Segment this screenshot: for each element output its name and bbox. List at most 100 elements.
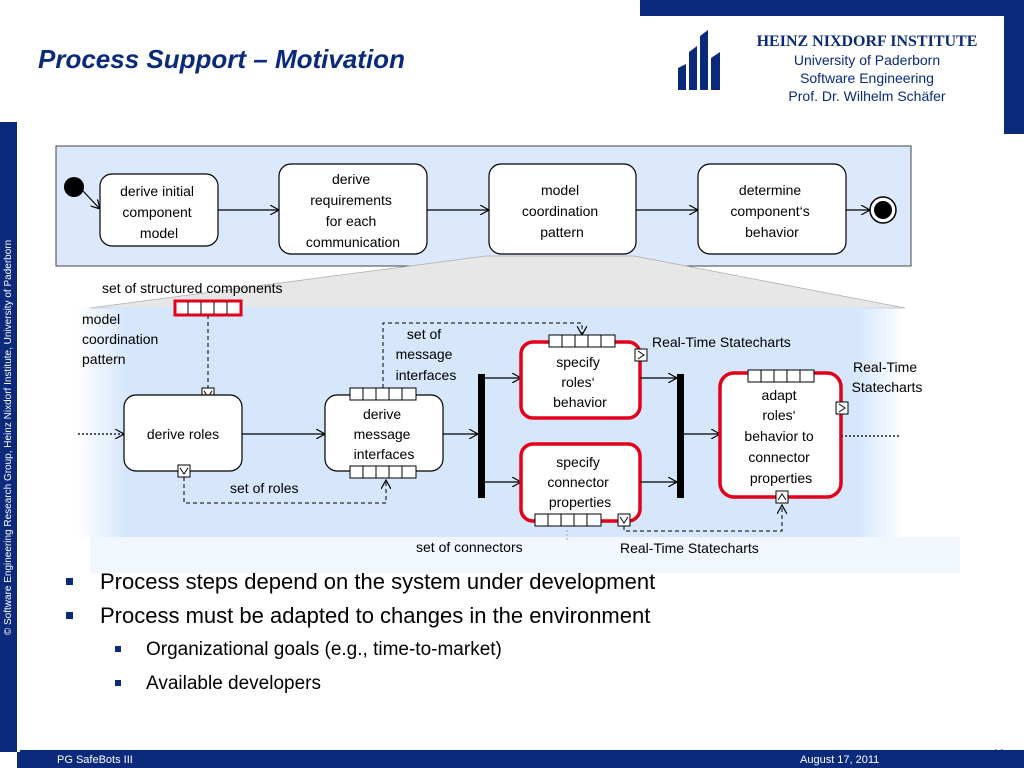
label-message-interfaces-1: set of — [407, 326, 441, 342]
bullet-item: Process must be adapted to changes in th… — [60, 599, 960, 633]
activity-derive-roles-text: derive roles — [147, 426, 219, 442]
bullet-square-icon — [66, 612, 73, 619]
svg-text:derive initial component: derive initial component model — [120, 183, 198, 241]
activity-specify-roles-3: behavior — [553, 394, 607, 410]
svg-text:model coordination pat: model coordination pattern — [82, 311, 162, 367]
pin-specify-roles-top — [548, 334, 616, 348]
label-message-interfaces-3: interfaces — [396, 367, 457, 383]
step4-line3: behavior — [745, 224, 799, 240]
bullet-square-icon — [115, 680, 121, 686]
step2-line4: communication — [306, 234, 400, 250]
activity-specify-connector-2: connector — [547, 474, 609, 490]
pin-specify-roles-top-cells — [561, 335, 602, 347]
step4-line1: determine — [739, 182, 801, 198]
label-model-coordination-pattern-2: coordination — [82, 331, 158, 347]
activity-specify-connector-3: properties — [549, 494, 611, 510]
pin-structured-components — [173, 299, 243, 317]
step-model-coordination-pattern — [488, 163, 637, 255]
institute-name: HEINZ NIXDORF INSTITUTE — [756, 33, 978, 50]
pin-adapt-in — [775, 490, 789, 504]
label-real-time-statecharts-b-1: Real-Time — [853, 359, 917, 375]
pin-derive-roles-out — [177, 464, 191, 478]
footer-bar — [17, 752, 1024, 768]
label-real-time-statecharts-a: Real-Time Statecharts — [652, 334, 791, 350]
svg-text:adapt roles‘ behavior: adapt roles‘ behavior to connector prope… — [744, 387, 817, 486]
fork-bar — [478, 374, 485, 498]
institute-line-professor: Prof. Dr. Wilhelm Schäfer — [788, 88, 946, 104]
activity-adapt-4: connector — [748, 449, 810, 465]
svg-text:derive message interfa: derive message interfaces — [354, 406, 415, 462]
institute-line-university: University of Paderborn — [793, 52, 941, 68]
step-determine-component-behavior — [697, 163, 847, 255]
start-node-icon — [64, 177, 84, 197]
pin-structured-components-cells — [187, 302, 228, 314]
activity-specify-roles-1: specify — [556, 354, 600, 370]
pin-adapt-out — [835, 401, 849, 415]
label-set-of-roles: set of roles — [230, 480, 298, 496]
activity-derive-message-3: interfaces — [354, 446, 415, 462]
step1-line1: derive initial — [120, 183, 194, 199]
pin-connector-in-cells — [547, 514, 588, 526]
svg-text:derive requirements fo: derive requirements for each communicati… — [306, 171, 400, 250]
bullet-item: Available developers — [60, 667, 960, 701]
activity-adapt-5: properties — [750, 470, 812, 486]
activity-adapt-2: roles‘ — [762, 407, 795, 423]
end-node-inner-icon — [874, 201, 892, 219]
institute-logo-icon — [678, 30, 720, 90]
activity-adapt-3: behavior to — [744, 428, 813, 444]
pin-derive-roles-out-arrow-icon — [179, 467, 189, 475]
pin-specify-roles-out-arrow-icon — [637, 350, 645, 360]
institute-block: HEINZ NIXDORF INSTITUTE University of Pa… — [732, 32, 1002, 105]
activity-specify-connector-1: specify — [556, 454, 600, 470]
pin-adapt-out-arrow-icon — [838, 403, 846, 413]
slide-title: Process Support – Motivation — [38, 44, 405, 74]
svg-text:model coordination pat: model coordination pattern — [522, 182, 602, 240]
pin-adapt-top-cells — [760, 370, 801, 382]
detail-panel-lower — [90, 537, 960, 573]
step1-line3: model — [140, 225, 178, 241]
bullet-square-icon — [66, 578, 73, 585]
step2-line2: requirements — [310, 192, 392, 208]
bullet-item: Process steps depend on the system under… — [60, 565, 960, 599]
svg-text:specify connector prop: specify connector properties — [547, 454, 612, 510]
flow-start-to-step1 — [82, 190, 100, 209]
footer-date-divider — [708, 748, 968, 750]
pin-message-bottom-cells — [362, 466, 403, 478]
right-brand-bar — [1004, 0, 1024, 134]
step-derive-requirements — [278, 163, 428, 255]
step3-line3: pattern — [540, 224, 584, 240]
label-model-coordination-pattern-3: pattern — [82, 351, 126, 367]
label-real-time-statecharts-b-2: Statecharts — [852, 379, 923, 395]
bullet-text: Organizational goals (e.g., time-to-mark… — [146, 639, 502, 660]
footer-divider — [20, 750, 1024, 752]
pin-message-top — [349, 387, 417, 401]
label-real-time-statecharts-c: Real-Time Statecharts — [620, 540, 759, 556]
bullet-list: Process steps depend on the system under… — [60, 565, 960, 701]
step3-line2: coordination — [522, 203, 598, 219]
step2-line1: derive — [332, 171, 370, 187]
footer-date: August 17, 2011 — [800, 754, 880, 766]
bullet-text: Available developers — [146, 673, 321, 694]
flow-message-interfaces-to-specify — [382, 322, 582, 388]
left-brand-bar — [0, 122, 17, 752]
footer-course: PG SafeBots III — [57, 754, 133, 766]
activity-derive-message-2: message — [354, 426, 411, 442]
svg-text:set of message interfa: set of message interfaces — [396, 326, 457, 383]
bullet-text: Process must be adapted to changes in th… — [100, 603, 651, 628]
bullet-square-icon — [115, 646, 121, 652]
label-structured-components: set of structured components — [102, 280, 283, 296]
pin-connector-out-arrow-icon — [619, 516, 629, 524]
svg-text:Real-Time Statecharts: Real-Time Statecharts — [852, 359, 923, 395]
page-number: 29 — [992, 748, 1005, 760]
label-model-coordination-pattern-1: model — [82, 311, 120, 327]
label-message-interfaces-2: message — [396, 346, 453, 362]
pin-message-top-cells — [362, 388, 403, 400]
pin-adapt-in-arrow-icon — [777, 493, 787, 501]
activity-specify-roles-2: roles‘ — [561, 374, 594, 390]
bullet-item: Organizational goals (e.g., time-to-mark… — [60, 633, 960, 667]
bullet-text: Process steps depend on the system under… — [100, 569, 656, 594]
flow-roles-to-message-interfaces — [183, 477, 386, 504]
step4-line2: component‘s — [730, 203, 809, 219]
pin-message-bottom — [349, 465, 417, 479]
